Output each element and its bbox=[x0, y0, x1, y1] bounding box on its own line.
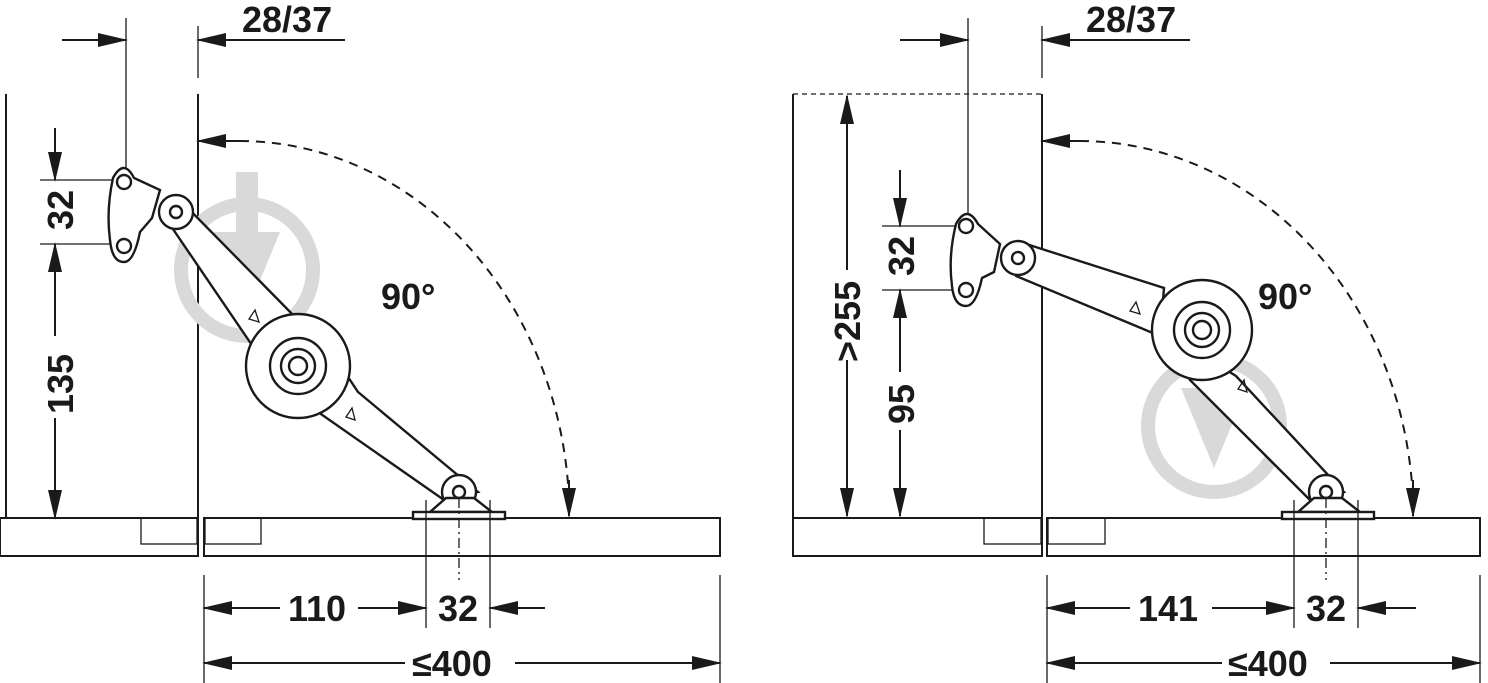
left-top-dim-label: 28/37 bbox=[242, 0, 332, 40]
right-top-dimension: 28/37 bbox=[900, 0, 1190, 218]
left-assembly: 28/37 32 135 90° bbox=[0, 0, 722, 683]
right-opening-arc: 90° bbox=[1040, 134, 1420, 518]
right-angle-label: 90° bbox=[1258, 276, 1312, 317]
left-hole-spacing-dimension: 32 bbox=[40, 128, 120, 296]
right-bottom-spacing-label: 32 bbox=[1306, 588, 1346, 629]
right-top-dim-label: 28/37 bbox=[1086, 0, 1176, 40]
right-bottom-dimensions: 141 32 ≤400 bbox=[1045, 500, 1482, 683]
left-bottom-spacing-label: 32 bbox=[438, 588, 478, 629]
right-vertical-dim-label: 95 bbox=[881, 384, 922, 424]
left-base-panel bbox=[0, 517, 721, 557]
left-lid-stay-mechanism bbox=[107, 166, 507, 521]
right-lid-stay-mechanism bbox=[949, 212, 1376, 521]
left-bottom-offset-label: 110 bbox=[288, 588, 346, 629]
left-cabinet-side bbox=[5, 94, 199, 518]
right-height-dimension: >255 bbox=[827, 94, 868, 518]
left-top-dimension: 28/37 bbox=[62, 0, 345, 170]
right-hole-spacing-label: 32 bbox=[881, 236, 922, 276]
right-vertical-dimension: 95 bbox=[880, 346, 922, 518]
left-bottom-dimensions: 110 32 ≤400 bbox=[202, 500, 722, 683]
left-vertical-dim-label: 135 bbox=[40, 354, 81, 414]
left-hole-spacing-label: 32 bbox=[40, 190, 81, 230]
right-assembly: 28/37 >255 32 95 90° bbox=[792, 0, 1482, 683]
left-vertical-dimension: 135 bbox=[36, 296, 81, 520]
right-height-dim-label: >255 bbox=[827, 281, 868, 362]
left-opening-arc: 90° bbox=[196, 134, 576, 518]
right-overall-label: ≤400 bbox=[1228, 643, 1308, 683]
right-hole-spacing-dimension: 32 bbox=[881, 170, 962, 346]
right-cabinet-side bbox=[792, 93, 1043, 518]
left-overall-label: ≤400 bbox=[412, 643, 492, 683]
left-angle-label: 90° bbox=[381, 276, 435, 317]
right-bottom-offset-label: 141 bbox=[1138, 588, 1198, 629]
right-base-panel bbox=[792, 517, 1481, 557]
